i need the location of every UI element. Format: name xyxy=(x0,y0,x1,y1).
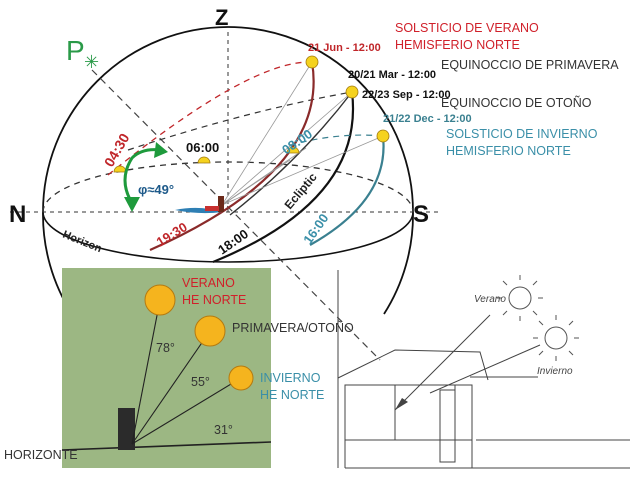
horizon-label: Horizon xyxy=(61,229,104,256)
latitude-arc xyxy=(123,148,161,204)
panel-sun-equinox xyxy=(194,315,226,347)
panel-winter-1: INVIERNO xyxy=(260,371,321,385)
date-december: 21/22 Dec - 12:00 xyxy=(383,113,472,125)
summer-path-front xyxy=(149,61,315,252)
panel-winter-2: HE NORTE xyxy=(260,388,325,402)
latitude-arrow-up xyxy=(154,142,168,158)
north-label: N xyxy=(9,201,26,228)
sun-rays xyxy=(221,61,384,206)
latitude-label: φ≈49° xyxy=(138,182,174,197)
caption-summer-1: SOLSTICIO DE VERANO xyxy=(395,21,539,35)
polar-axis xyxy=(91,69,381,361)
sphere-outline-lower-right xyxy=(383,211,414,315)
summer-path-back xyxy=(107,61,313,176)
sun-march xyxy=(345,85,359,99)
time-0600: 06:00 xyxy=(186,140,219,155)
equator-back xyxy=(127,91,353,151)
time-1600: 16:00 xyxy=(300,211,331,247)
sun-june xyxy=(305,55,319,69)
panel-horizon-line xyxy=(61,441,272,451)
caption-winter-2: HEMISFERIO NORTE xyxy=(446,144,571,158)
panel-angle-55: 55° xyxy=(191,375,210,389)
panel-summer-1: VERANO xyxy=(182,276,235,290)
panel-angle-78: 78° xyxy=(156,341,175,355)
panel-sun-summer xyxy=(144,284,176,316)
caption-summer-2: HEMISFERIO NORTE xyxy=(395,38,520,52)
caption-autumn: EQUINOCCIO DE OTOÑO xyxy=(441,96,592,110)
caption-spring: EQUINOCCIO DE PRIMAVERA xyxy=(441,58,619,72)
panel-equinox: PRIMAVERA/OTOÑO xyxy=(232,321,354,335)
latitude-arrow-down xyxy=(124,197,140,212)
pole-label: P xyxy=(66,35,85,66)
sketch-sun-summer xyxy=(497,275,543,321)
panel-rays xyxy=(131,299,242,445)
house-sketch xyxy=(337,270,630,469)
equinox-path-front xyxy=(212,91,355,264)
panel-angle-31: 31° xyxy=(214,423,233,437)
time-1930: 19:30 xyxy=(154,219,190,249)
date-june: 21 Jun - 12:00 xyxy=(308,42,381,54)
sketch-label-winter: Invierno xyxy=(537,366,573,377)
sun-december xyxy=(376,129,390,143)
horizon-front xyxy=(42,211,414,263)
winter-path-front xyxy=(309,135,385,246)
panel-summer-2: HE NORTE xyxy=(182,293,247,307)
sphere-outline xyxy=(42,26,414,213)
south-label: S xyxy=(413,201,429,228)
sketch-sun-winter xyxy=(533,315,579,361)
panel-horizon-label: HORIZONTE xyxy=(4,448,78,462)
ecliptic-line xyxy=(229,91,353,216)
zenith-label: Z xyxy=(215,5,228,30)
sun-rise-0600 xyxy=(197,156,211,164)
panel-post xyxy=(118,408,135,450)
observer-figure xyxy=(218,196,224,212)
date-september: 22/23 Sep - 12:00 xyxy=(362,89,451,101)
ecliptic-label: Ecliptic xyxy=(282,170,320,212)
observer-base xyxy=(205,206,219,211)
sketch-label-summer: Verano xyxy=(474,294,506,305)
date-march: 20/21 Mar - 12:00 xyxy=(348,69,436,81)
pole-star-icon: ✳ xyxy=(84,52,99,72)
sun-rise-0800 xyxy=(286,146,300,154)
winter-path-back xyxy=(289,134,384,146)
panel-sun-winter xyxy=(228,365,254,391)
caption-winter-1: SOLSTICIO DE INVIERNO xyxy=(446,127,598,141)
sketch-arrow xyxy=(395,398,408,410)
